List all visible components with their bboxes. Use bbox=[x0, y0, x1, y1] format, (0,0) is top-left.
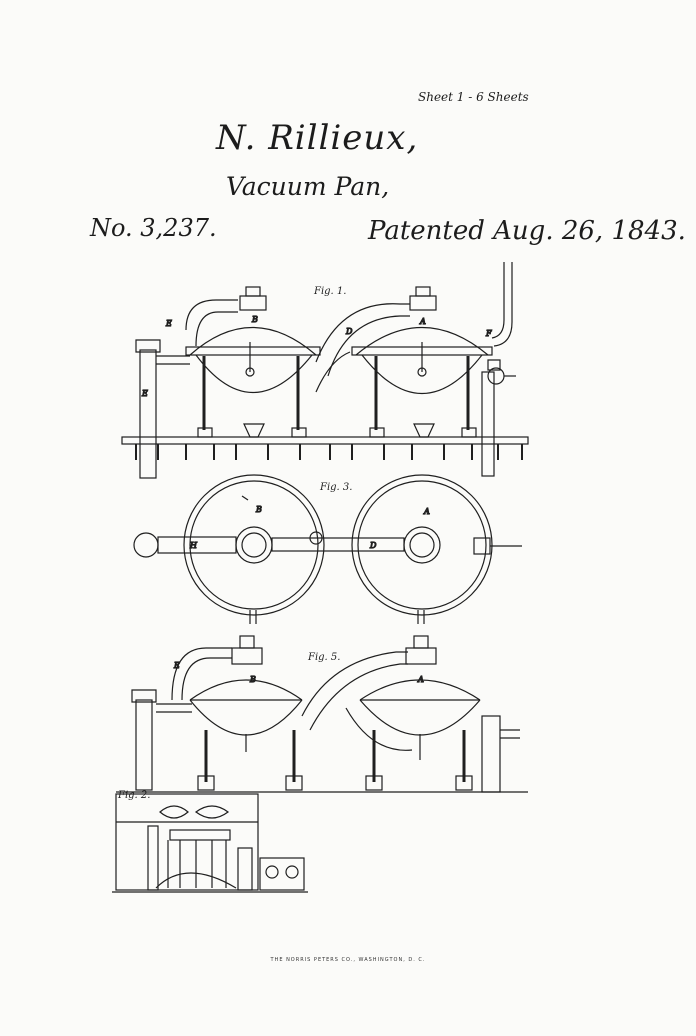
svg-text:E: E bbox=[165, 319, 172, 328]
inventor-name: N. Rillieux, bbox=[216, 118, 419, 158]
fig-2-small-view bbox=[112, 793, 308, 893]
svg-text:D: D bbox=[369, 541, 377, 550]
printer-imprint: THE NORRIS PETERS CO., WASHINGTON, D. C. bbox=[270, 957, 426, 963]
svg-text:B: B bbox=[251, 315, 258, 324]
fig-3-label: Fig. 3. bbox=[320, 482, 353, 493]
svg-text:B: B bbox=[249, 675, 256, 684]
svg-text:A: A bbox=[417, 675, 424, 684]
fig-5-label: Fig. 5. bbox=[308, 652, 341, 663]
svg-text:B: B bbox=[255, 505, 262, 514]
svg-text:H: H bbox=[189, 541, 198, 550]
fig-1-elevation bbox=[121, 262, 529, 479]
svg-text:D: D bbox=[345, 327, 353, 336]
patent-number: No. 3,237. bbox=[90, 214, 217, 242]
patent-date: Patented Aug. 26, 1843. bbox=[368, 216, 686, 246]
svg-text:F: F bbox=[485, 329, 492, 338]
svg-text:A: A bbox=[423, 507, 430, 516]
svg-text:A: A bbox=[419, 317, 426, 326]
invention-title: Vacuum Pan, bbox=[226, 172, 390, 201]
svg-text:E: E bbox=[173, 661, 180, 670]
fig-2-label: Fig. 2. bbox=[118, 790, 151, 801]
sheet-label: Sheet 1 - 6 Sheets bbox=[418, 90, 529, 104]
fig-1-label: Fig. 1. bbox=[314, 286, 347, 297]
fig-3-plan bbox=[133, 474, 522, 624]
svg-text:E: E bbox=[141, 389, 148, 398]
fig-5-section bbox=[116, 635, 528, 793]
